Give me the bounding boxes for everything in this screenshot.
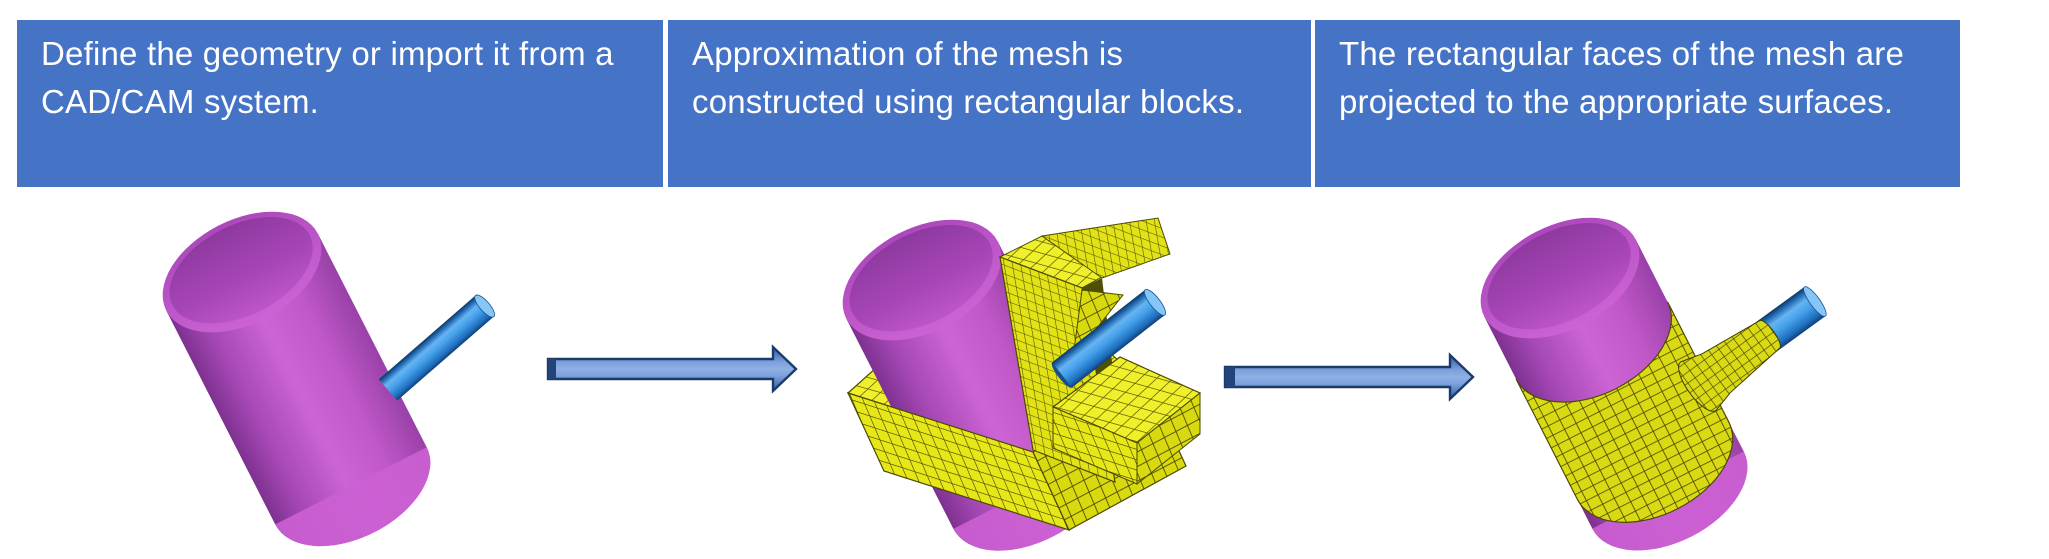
step-caption-1: Define the geometry or import it from a … (41, 35, 614, 120)
arrow-tail-shadow (548, 359, 556, 379)
magenta-cylinder (1480, 217, 1748, 551)
arrow-step2-to-step3 (1223, 352, 1475, 402)
step-panel-2: Approximation of the mesh is constructed… (668, 20, 1311, 187)
blue-branch-cylinder (378, 294, 495, 401)
mesh-plate-right-face (1136, 391, 1201, 486)
branch-end-cap (1803, 286, 1827, 317)
projected-mesh-sleeve (1678, 319, 1781, 412)
cylinder-top-cap-inner (169, 217, 313, 324)
figure-projected-mesh (1480, 217, 1827, 551)
block-arrow-right-icon (1223, 352, 1475, 402)
figure-block-mesh (842, 217, 1202, 551)
step-caption-3: The rectangular faces of the mesh are pr… (1339, 35, 1905, 120)
blue-branch-cylinder (1051, 288, 1166, 388)
branch-body (378, 295, 495, 401)
step-panel-3: The rectangular faces of the mesh are pr… (1315, 20, 1960, 187)
cylinder-top-cap-inner (849, 225, 993, 332)
branch-end-cap (1143, 288, 1166, 316)
projected-mesh-band (1515, 301, 1734, 523)
cylinder-bottom-cap (275, 447, 431, 547)
branch-end-cap (474, 294, 495, 318)
blue-branch-cylinder (1678, 286, 1827, 412)
arrow-tail-shadow (1225, 367, 1235, 387)
block-arrow-right-icon (546, 344, 798, 394)
magenta-cylinder (162, 211, 431, 547)
figure-cad-geometry (162, 211, 495, 547)
mesh-back-block (1040, 217, 1171, 279)
cylinder-top-cap-inner (1487, 223, 1631, 330)
step-panel-1: Define the geometry or import it from a … (17, 20, 663, 187)
arrow-step1-to-step2 (546, 344, 798, 394)
branch-body (1052, 289, 1166, 388)
step-caption-2: Approximation of the mesh is constructed… (692, 35, 1245, 120)
